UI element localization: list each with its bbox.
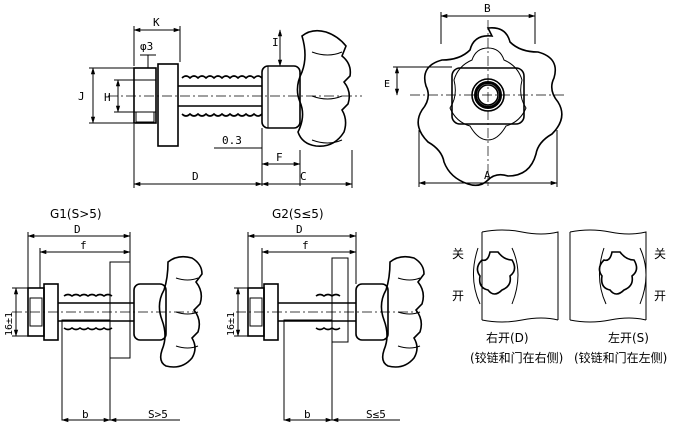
right-open-note: (铰链和门在右侧): [470, 350, 563, 365]
dim-J: J: [78, 90, 85, 103]
g1-view: [12, 232, 203, 423]
dim-H: H: [104, 91, 111, 104]
g1-dim-D: D: [74, 223, 81, 236]
dim-phi3: φ3: [140, 40, 153, 53]
g2-dim-D: D: [296, 223, 303, 236]
left-open-note: (铰链和门在左侧): [574, 350, 667, 365]
g1-title: G1(S>5): [50, 207, 102, 221]
dim-D: D: [192, 170, 199, 183]
front-view: [393, 12, 566, 187]
g1-dim-s: S>5: [148, 408, 168, 421]
dim-K: K: [153, 16, 160, 29]
right-open-caption: 右开(D): [486, 330, 529, 345]
side-view: [89, 26, 362, 188]
door-panels: [473, 229, 647, 323]
dim-B: B: [484, 2, 491, 15]
g1-dim-16: 16±1: [4, 312, 15, 336]
g2-dim-16: 16±1: [226, 312, 237, 336]
g2-dim-s: S≤5: [366, 408, 386, 421]
dim-0.3: 0.3: [222, 134, 242, 147]
left-open-open: 开: [654, 289, 666, 303]
right-open-open: 开: [452, 289, 464, 303]
g2-view: [234, 232, 425, 423]
dim-F: F: [276, 151, 283, 164]
g2-title: G2(S≤5): [272, 207, 324, 221]
dim-I: I: [272, 36, 279, 49]
dim-A: A: [484, 169, 491, 182]
g1-dim-b: b: [82, 408, 89, 421]
g2-dim-b: b: [304, 408, 311, 421]
g1-dim-f: f: [80, 239, 87, 252]
g2-dim-f: f: [302, 239, 309, 252]
left-open-caption: 左开(S): [608, 330, 649, 345]
dim-C: C: [300, 170, 307, 183]
dim-E: E: [384, 79, 390, 90]
right-open-close: 关: [452, 247, 464, 261]
spring: [181, 75, 263, 117]
left-open-close: 关: [654, 247, 666, 261]
